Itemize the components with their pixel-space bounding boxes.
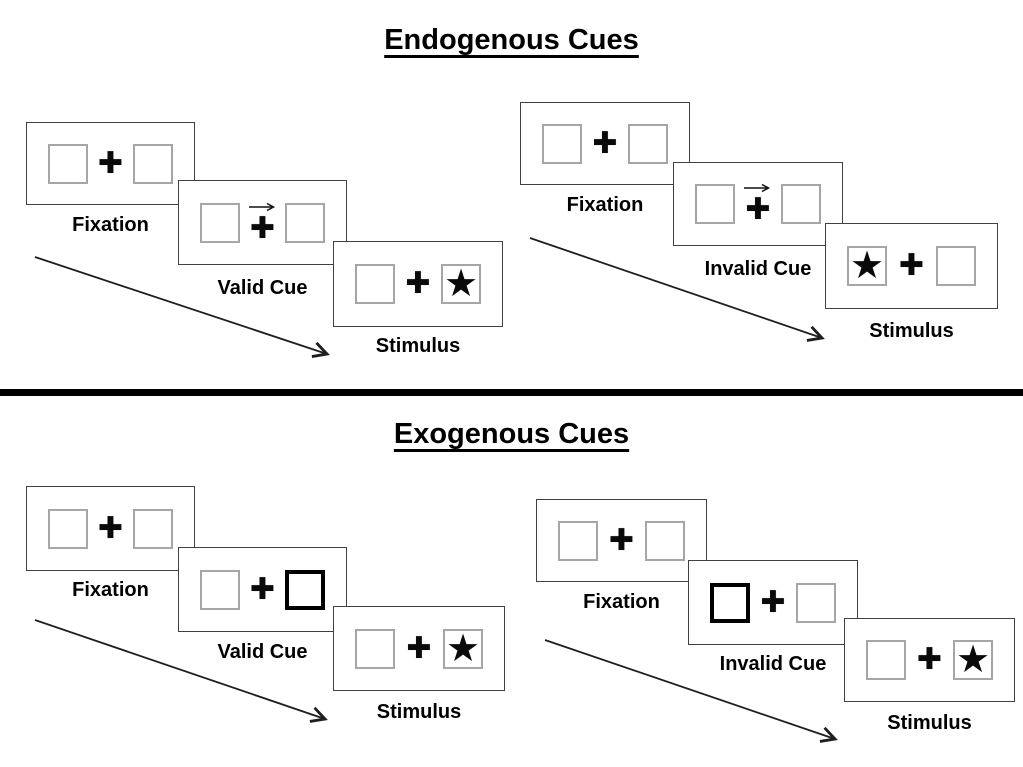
- endogenous-invalid-cue-panel: ✚: [673, 162, 843, 246]
- timeline-arrow-endogenous-invalid: [529, 237, 825, 342]
- left-target-box: ★: [847, 246, 887, 286]
- right-arrow-icon: [248, 202, 275, 211]
- section-title-exogenous: Exogenous Cues: [393, 418, 630, 450]
- left-placeholder-box: [200, 202, 240, 243]
- right-placeholder-box: [285, 202, 325, 243]
- right-target-box: ★: [442, 625, 483, 670]
- right-placeholder-box: [132, 143, 173, 184]
- panel-label: Valid Cue: [217, 277, 308, 299]
- panel-label: Invalid Cue: [704, 258, 812, 280]
- endogenous-invalid-fixation-panel: ✚: [520, 102, 690, 185]
- right-placeholder-box: [781, 184, 821, 224]
- right-placeholder-box: [935, 246, 976, 286]
- right-placeholder-box: [627, 123, 668, 164]
- left-placeholder-box: [866, 640, 906, 680]
- left-placeholder-box: [542, 123, 582, 164]
- exogenous-invalid-fixation-panel: ✚: [536, 499, 707, 582]
- right-placeholder-box: [795, 582, 836, 623]
- exogenous-valid-fixation-panel: ✚: [26, 486, 195, 571]
- right-cue-box: [284, 569, 325, 610]
- fixation-cross-icon: ✚: [760, 584, 786, 620]
- panel-label: Stimulus: [375, 335, 461, 357]
- section-divider: [0, 389, 1023, 396]
- left-placeholder-box: [695, 184, 735, 224]
- panel-label: Fixation: [583, 591, 660, 613]
- left-placeholder-box: [48, 143, 88, 184]
- left-cue-box: [710, 582, 750, 623]
- star-icon: ★: [849, 243, 885, 287]
- panel-label: Fixation: [566, 194, 644, 216]
- panel-label: Stimulus: [869, 320, 954, 342]
- right-arrow-icon: [744, 183, 771, 193]
- star-icon: ★: [955, 637, 991, 681]
- fixation-cross-icon: ✚: [249, 210, 276, 246]
- left-placeholder-box: [200, 569, 240, 610]
- left-placeholder-box: [355, 264, 395, 304]
- right-placeholder-box: [132, 508, 173, 549]
- fixation-cross-icon: ✚: [97, 145, 124, 181]
- panel-label: Stimulus: [376, 701, 462, 723]
- fixation-cross-icon: ✚: [97, 510, 124, 546]
- right-target-box: ★: [440, 261, 481, 305]
- right-placeholder-box: [644, 520, 685, 561]
- exogenous-valid-stimulus-panel: ✚ ★: [333, 606, 505, 691]
- exogenous-invalid-cue-panel: ✚: [688, 560, 858, 645]
- exogenous-valid-cue-panel: ✚: [178, 547, 347, 632]
- panel-label: Fixation: [72, 579, 149, 601]
- central-cue: ✚: [248, 202, 278, 244]
- left-placeholder-box: [558, 520, 598, 561]
- endogenous-valid-cue-panel: ✚: [178, 180, 347, 265]
- fixation-cross-icon: ✚: [898, 248, 925, 283]
- panel-label: Fixation: [72, 214, 149, 236]
- fixation-cross-icon: ✚: [916, 642, 943, 677]
- section-title-endogenous: Endogenous Cues: [384, 24, 639, 56]
- star-icon: ★: [445, 625, 481, 670]
- right-target-box: ★: [952, 637, 993, 681]
- panel-label: Valid Cue: [217, 641, 308, 663]
- fixation-cross-icon: ✚: [406, 630, 432, 666]
- left-placeholder-box: [355, 628, 395, 669]
- timeline-arrow-exogenous-valid: [34, 619, 328, 723]
- endogenous-valid-stimulus-panel: ✚ ★: [333, 241, 503, 327]
- fixation-cross-icon: ✚: [608, 522, 635, 558]
- fixation-cross-icon: ✚: [592, 125, 618, 161]
- fixation-cross-icon: ✚: [745, 192, 771, 227]
- endogenous-invalid-stimulus-panel: ★ ✚: [825, 223, 998, 309]
- central-cue: ✚: [743, 183, 773, 225]
- panel-label: Invalid Cue: [719, 653, 827, 675]
- left-placeholder-box: [48, 508, 88, 549]
- timeline-arrow-endogenous-valid: [34, 256, 330, 358]
- endogenous-valid-fixation-panel: ✚: [26, 122, 195, 205]
- fixation-cross-icon: ✚: [405, 266, 431, 301]
- panel-label: Stimulus: [887, 712, 972, 734]
- star-icon: ★: [443, 261, 479, 305]
- fixation-cross-icon: ✚: [249, 571, 276, 607]
- exogenous-invalid-stimulus-panel: ✚ ★: [844, 618, 1015, 702]
